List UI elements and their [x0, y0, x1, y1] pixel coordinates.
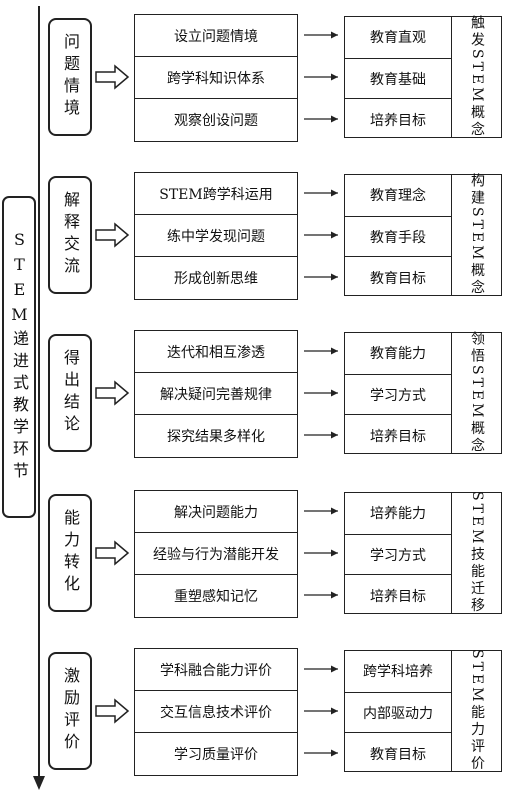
stage-item: 跨学科知识体系	[134, 56, 298, 100]
concept-item: 教育基础	[345, 57, 451, 100]
concept-item: 内部驱动力	[345, 691, 451, 734]
stage-box: 得出结论	[48, 334, 92, 452]
item-to-concept-arrow-head	[331, 549, 338, 557]
stage-name: 解释交流	[61, 191, 80, 279]
stage-name: 能力转化	[61, 509, 80, 597]
stage-to-items-arrow	[95, 380, 130, 406]
concept-box: 教育能力学习方式培养目标 领悟STEM概念	[344, 331, 502, 456]
item-to-concept-arrow-head	[331, 749, 338, 757]
stage-item: 练中学发现问题	[134, 214, 298, 258]
stage-item: 学习质量评价	[134, 732, 298, 776]
stage-item: 学科融合能力评价	[134, 648, 298, 692]
concept-item: 教育能力	[370, 346, 426, 363]
concept-item: 教育直观	[370, 30, 426, 47]
concept-item: 学习方式	[345, 533, 451, 576]
item-to-concept-arrow-head	[331, 507, 338, 515]
concept-item: 教育目标	[345, 732, 451, 774]
item-to-concept-arrow-head	[331, 231, 338, 239]
item-to-concept-arrow-head	[331, 591, 338, 599]
concept-box: 教育直观教育基础培养目标 触发STEM概念	[344, 15, 502, 140]
stage-item: 经验与行为潜能开发	[134, 532, 298, 576]
concept-item: 培养目标	[345, 98, 451, 140]
stage-item: 观察创设问题	[134, 98, 298, 142]
main-label-box: STEM递进式教学环节	[2, 196, 36, 518]
item-to-concept-arrow-head	[331, 31, 338, 39]
item-to-concept-arrow-head	[331, 665, 338, 673]
stage-item: STEM跨学科运用	[134, 172, 298, 216]
stage-name: 激励评价	[61, 667, 80, 755]
stage-box: 问题情境	[48, 18, 92, 136]
stage-item: 形成创新思维	[134, 256, 298, 300]
stage-item: 解决疑问完善规律	[134, 372, 298, 416]
concept-goal: 领悟STEM概念	[469, 331, 485, 455]
stage-to-items-arrow	[95, 64, 130, 90]
concept-item: 教育目标	[345, 256, 451, 298]
stage-item: 设立问题情境	[134, 14, 298, 58]
stage-item: 解决问题能力	[134, 490, 298, 534]
concept-goal-cell: 构建STEM概念	[451, 173, 502, 297]
stage-name: 得出结论	[61, 349, 80, 437]
concept-goal: STEM技能迁移	[469, 491, 485, 615]
item-to-concept-arrow-head	[331, 189, 338, 197]
concept-goal: 构建STEM概念	[469, 173, 485, 297]
stage-box: 解释交流	[48, 176, 92, 294]
item-to-concept-arrow-head	[331, 707, 338, 715]
item-to-concept-arrow-head	[331, 431, 338, 439]
item-to-concept-arrow-head	[331, 73, 338, 81]
item-to-concept-arrow-head	[331, 389, 338, 397]
stage-item: 探究结果多样化	[134, 414, 298, 458]
concept-goal: 触发STEM概念	[469, 15, 485, 139]
item-to-concept-arrow-head	[331, 347, 338, 355]
concept-item: 培养目标	[345, 414, 451, 456]
stage-item: 迭代和相互渗透	[134, 330, 298, 374]
concept-item: 教育理念	[370, 188, 426, 205]
concept-box: 培养能力学习方式培养目标 STEM技能迁移	[344, 491, 502, 616]
concept-item: 培养能力	[370, 506, 426, 523]
concept-box: 跨学科培养内部驱动力教育目标 STEM能力评价	[344, 649, 502, 774]
concept-item: 培养目标	[345, 574, 451, 616]
timeline-arrow-head	[33, 776, 45, 790]
item-to-concept-arrow-head	[331, 115, 338, 123]
timeline-spine	[38, 6, 40, 784]
stage-to-items-arrow	[95, 222, 130, 248]
concept-item: 教育手段	[345, 215, 451, 258]
stage-box: 激励评价	[48, 652, 92, 770]
stage-to-items-arrow	[95, 540, 130, 566]
concept-item: 学习方式	[345, 373, 451, 416]
stage-box: 能力转化	[48, 494, 92, 612]
concept-goal-cell: 领悟STEM概念	[451, 331, 502, 455]
concept-item: 跨学科培养	[363, 664, 433, 681]
concept-goal: STEM能力评价	[469, 649, 485, 773]
stage-to-items-arrow	[95, 698, 130, 724]
concept-goal-cell: STEM技能迁移	[451, 491, 502, 615]
stage-item: 交互信息技术评价	[134, 690, 298, 734]
stage-item: 重塑感知记忆	[134, 574, 298, 618]
main-label: STEM递进式教学环节	[10, 230, 29, 484]
concept-goal-cell: STEM能力评价	[451, 649, 502, 773]
concept-box: 教育理念教育手段教育目标 构建STEM概念	[344, 173, 502, 298]
stage-name: 问题情境	[61, 33, 80, 121]
concept-goal-cell: 触发STEM概念	[451, 15, 502, 139]
item-to-concept-arrow-head	[331, 273, 338, 281]
